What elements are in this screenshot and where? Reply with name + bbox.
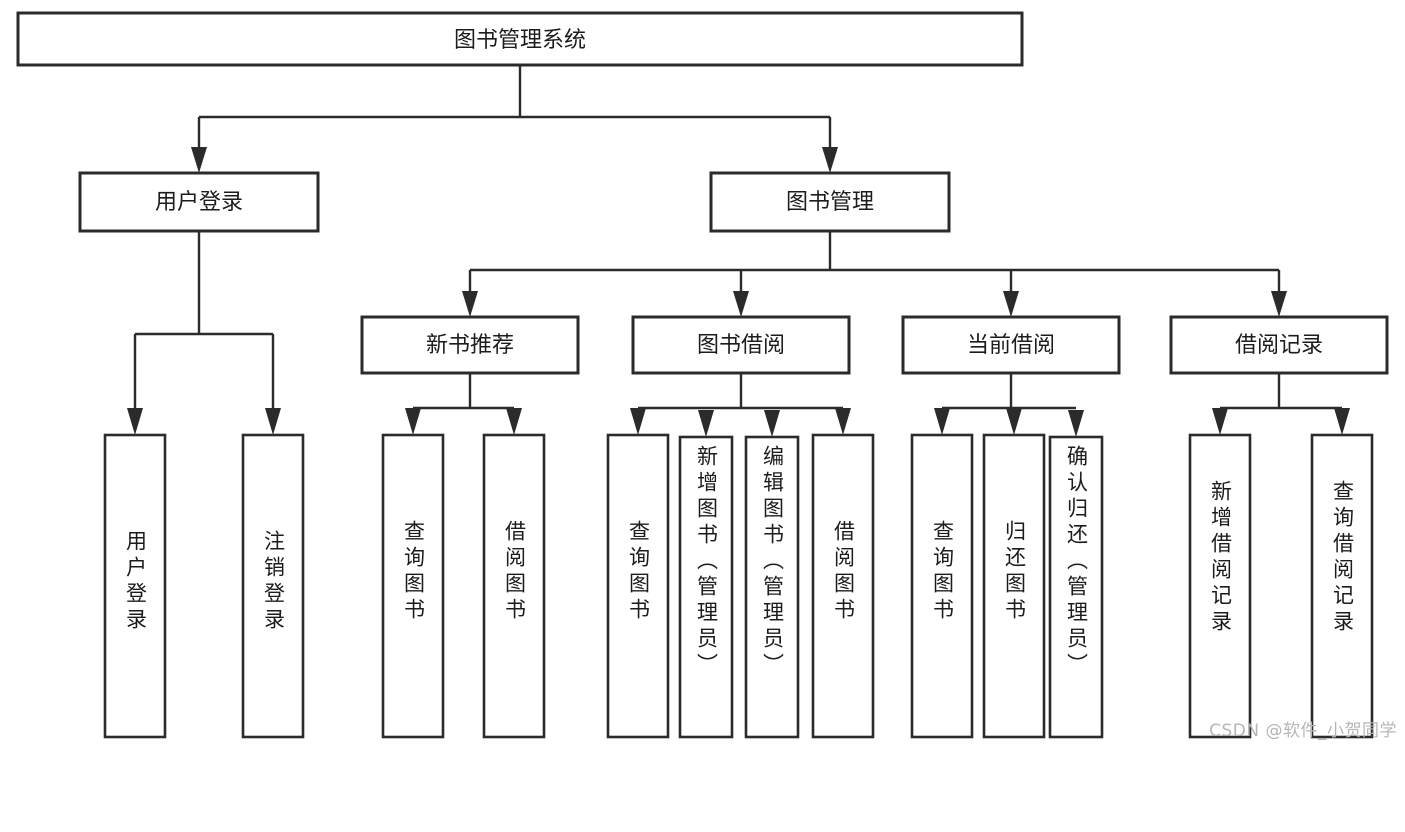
diagram-canvas: 图书管理系统 用户登录 图书管理 新书推荐 图书借阅 当前借阅 借阅记录 xyxy=(16,11,1397,741)
node-leaf-add-borrow-record[interactable] xyxy=(1188,433,1252,739)
arrow-head-book-mgmt xyxy=(822,147,838,173)
node-root-system-label: 图书管理系统 xyxy=(454,28,586,53)
arrow-head-borrow xyxy=(733,291,749,317)
node-new-book-recommend-label: 新书推荐 xyxy=(426,333,514,358)
arrow-head-leaf-logout xyxy=(265,408,281,435)
node-book-borrow-label: 图书借阅 xyxy=(697,333,785,358)
node-leaf-query-borrow-record[interactable] xyxy=(1310,433,1374,739)
flowchart-svg: 图书管理系统 用户登录 图书管理 新书推荐 图书借阅 当前借阅 借阅记录 xyxy=(16,11,1389,739)
node-leaf-logout[interactable] xyxy=(241,433,305,739)
arrow-head-leaf-query-book-1 xyxy=(405,408,421,435)
arrow-head-newbook xyxy=(462,291,478,317)
connectors-layer xyxy=(127,65,1350,437)
node-borrow-record[interactable] xyxy=(1169,315,1389,375)
arrow-head-leaf-query-book-3 xyxy=(934,408,950,435)
arrow-head-leaf-borrow-book-2 xyxy=(835,408,851,435)
node-leaf-add-book-admin[interactable] xyxy=(678,435,734,739)
node-leaf-return-book[interactable] xyxy=(982,433,1046,739)
nodes-layer: 图书管理系统 用户登录 图书管理 新书推荐 图书借阅 当前借阅 借阅记录 xyxy=(16,11,1389,739)
node-leaf-query-book-borrow[interactable] xyxy=(606,433,670,739)
node-borrow-record-label: 借阅记录 xyxy=(1235,333,1323,358)
node-user-login[interactable] xyxy=(78,171,320,233)
csdn-watermark: CSDN @软件_小贺同学 xyxy=(1209,721,1397,741)
node-leaf-borrow-book-newbook[interactable] xyxy=(482,433,546,739)
node-leaf-confirm-return-admin[interactable] xyxy=(1048,435,1104,739)
arrow-head-leaf-query-record xyxy=(1334,408,1350,435)
node-current-borrow[interactable] xyxy=(901,315,1121,375)
arrow-head-user-login xyxy=(191,147,207,173)
node-leaf-user-login[interactable] xyxy=(103,433,167,739)
node-user-login-label: 用户登录 xyxy=(155,190,243,215)
node-leaf-edit-book-admin[interactable] xyxy=(744,435,800,739)
arrow-head-leaf-return-book xyxy=(1006,408,1022,435)
node-new-book-recommend[interactable] xyxy=(360,315,580,375)
arrow-head-leaf-edit-book xyxy=(764,410,780,437)
arrow-head-record xyxy=(1271,291,1287,317)
arrow-head-leaf-confirm-return xyxy=(1068,410,1084,437)
node-root-system[interactable] xyxy=(16,11,1024,67)
node-book-management-label: 图书管理 xyxy=(786,190,874,215)
arrow-head-leaf-query-book-2 xyxy=(630,408,646,435)
node-book-borrow[interactable] xyxy=(631,315,851,375)
node-leaf-borrow-book-borrow[interactable] xyxy=(811,433,875,739)
arrow-head-current xyxy=(1003,291,1019,317)
node-book-management[interactable] xyxy=(709,171,951,233)
arrow-head-leaf-borrow-book-1 xyxy=(506,408,522,435)
arrow-head-leaf-add-book xyxy=(698,410,714,437)
node-current-borrow-label: 当前借阅 xyxy=(967,333,1055,358)
arrow-head-leaf-add-record xyxy=(1212,408,1228,435)
node-leaf-query-book-current[interactable] xyxy=(910,433,974,739)
arrow-head-leaf-user-login xyxy=(127,408,143,435)
node-leaf-query-book-newbook[interactable] xyxy=(381,433,445,739)
